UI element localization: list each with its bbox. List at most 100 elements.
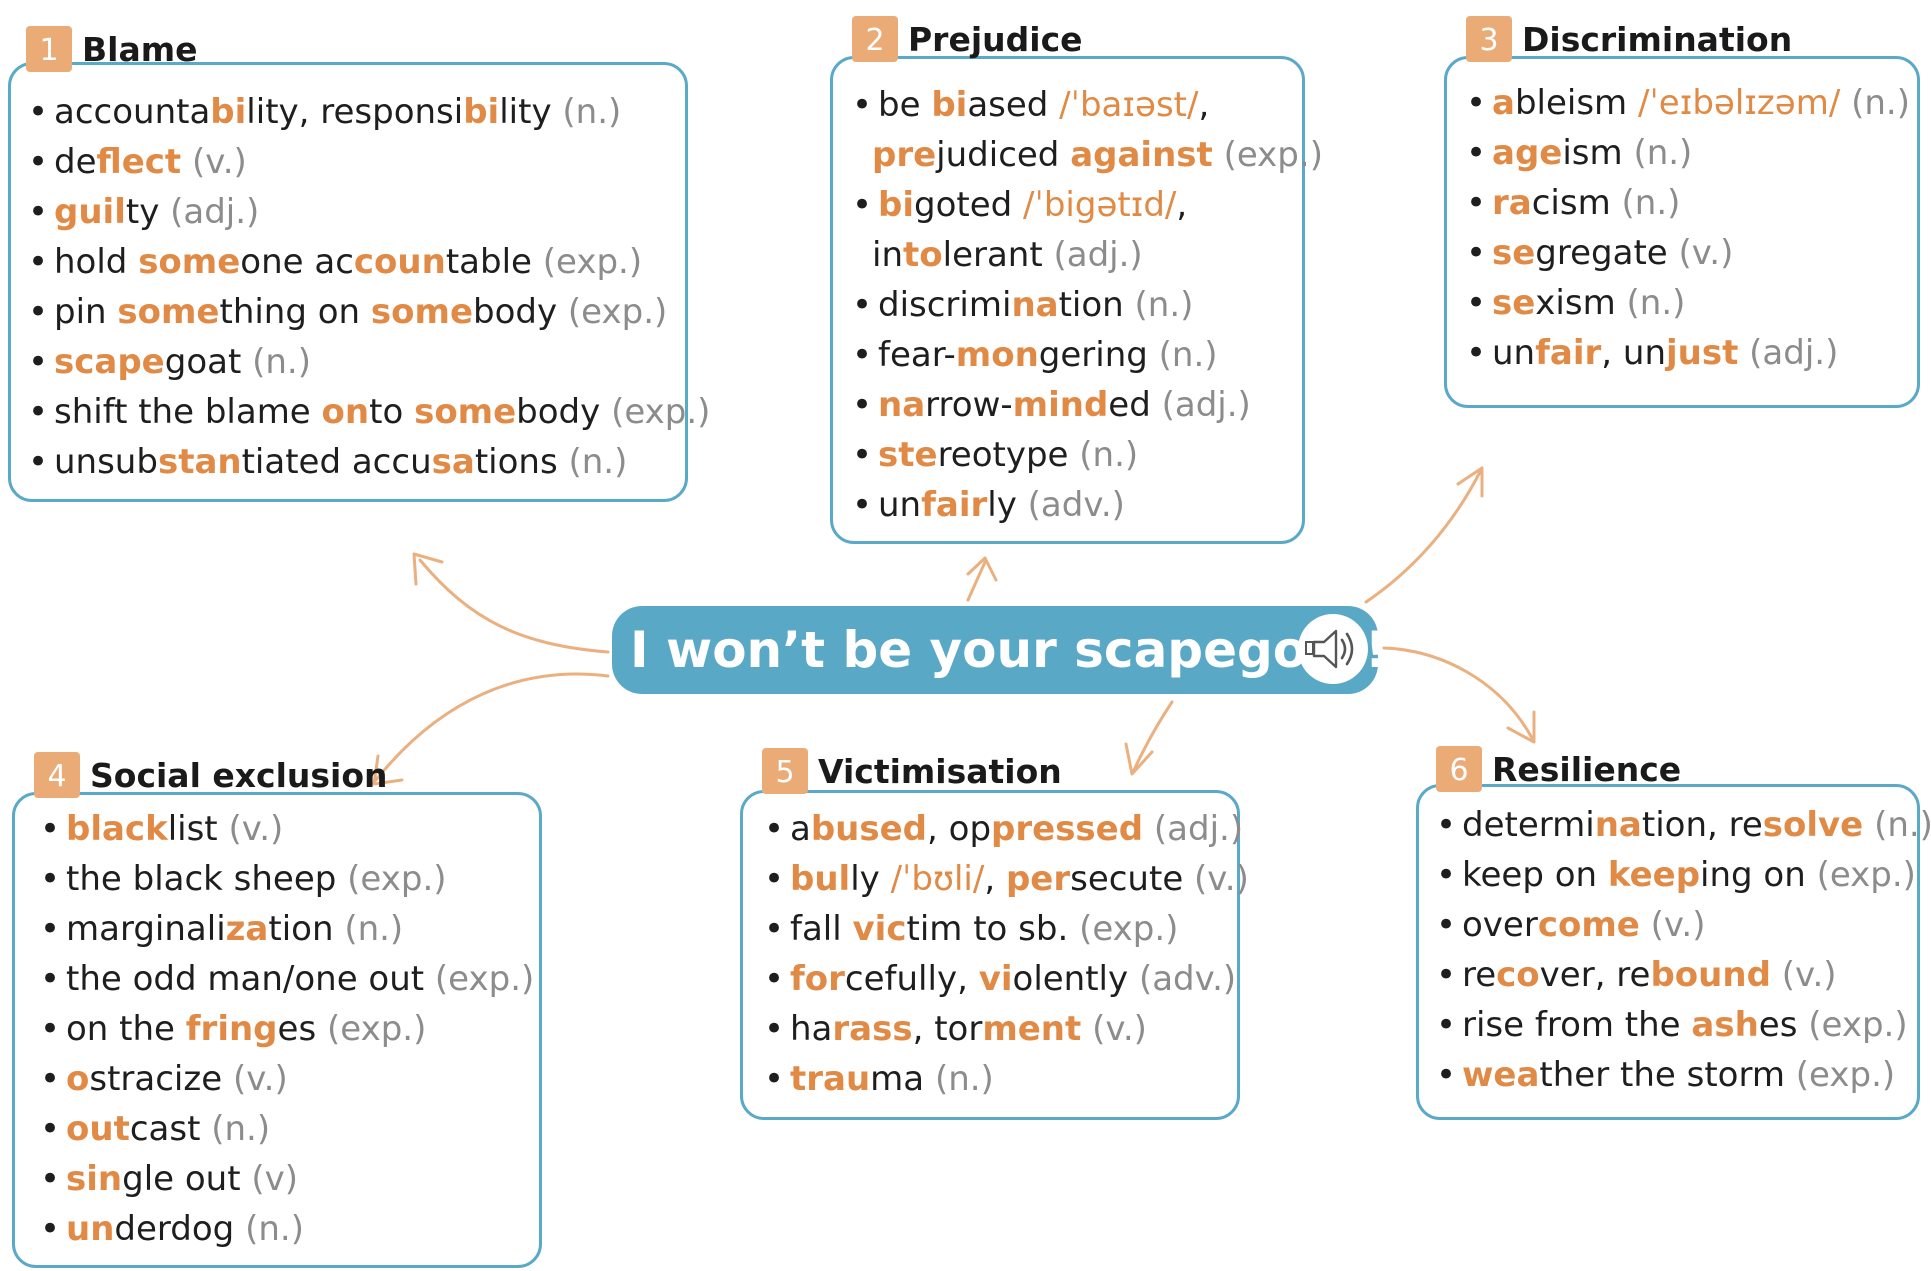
vocab-text: shift the blame [54,392,322,432]
section-6-title: Resilience [1492,749,1682,789]
vocab-text: to [369,392,415,432]
vocab-text: keep on [1462,855,1608,895]
part-of-speech: (n.) [1079,435,1139,475]
vocab-text: body [516,392,612,432]
part-of-speech: (n.) [1626,283,1686,323]
stress-highlight: se [1492,233,1536,273]
vocab-text: re [1462,955,1497,995]
part-of-speech: (v.) [1092,1009,1147,1049]
stress-highlight: per [1005,859,1071,899]
part-of-speech: (adv.) [1027,485,1125,525]
section-3-number-badge: 3 [1466,16,1512,62]
vocab-text: ed [1108,385,1162,425]
vocab-item: guilty (adj.) [28,187,710,237]
vocab-text: table [445,242,543,282]
part-of-speech: (n.) [1874,805,1931,845]
vocab-item: forcefully, violently (adv.) [764,954,1249,1004]
speaker-icon [1305,629,1354,669]
vocab-item: the black sheep (exp.) [40,854,534,904]
vocab-text: list [167,809,229,849]
section-3-title: Discrimination [1522,19,1793,59]
vocab-text: gering [1038,335,1159,375]
stress-highlight: za [225,909,269,949]
stress-highlight: bound [1650,955,1771,995]
vocab-item: shift the blame onto somebody (exp.) [28,387,710,437]
stress-highlight: scape [54,342,165,382]
part-of-speech: (exp.) [347,859,447,899]
vocab-item: ostracize (v.) [40,1054,534,1104]
vocab-text: cast [129,1109,212,1149]
vocab-text: hold [54,242,139,282]
stress-highlight: pressed [991,809,1144,849]
vocab-text: over [1462,905,1538,945]
vocab-text: pin [54,292,118,332]
part-of-speech: (adj.) [1161,385,1251,425]
part-of-speech: (v.) [1650,905,1706,945]
stress-highlight: na [1011,285,1059,325]
vocab-text: gle out [122,1159,252,1199]
part-of-speech: (exp.) [1079,909,1179,949]
section-4-number-badge: 4 [34,752,80,798]
vocab-item: the odd man/one out (exp.) [40,954,534,1004]
vocab-item: ageism (n.) [1466,128,1910,178]
vocab-text: marginali [66,909,226,949]
vocab-text: on the [66,1009,186,1049]
vocab-text: xism [1535,283,1627,323]
vocab-item: recover, rebound (v.) [1436,950,1931,1000]
section-4-header: 4 Social exclusion [34,752,388,798]
vocab-text: cefully, [844,959,979,999]
vocab-text: olently [1012,959,1139,999]
vocab-text: tion, re [1641,805,1763,845]
section-3-header: 3 Discrimination [1466,16,1792,62]
part-of-speech: (n.) [344,909,404,949]
vocab-item: trauma (n.) [764,1054,1249,1104]
audio-play-button[interactable] [1298,614,1368,684]
vocab-text: lity, responsi [246,92,464,132]
stress-highlight: sa [431,442,475,482]
section-2-header: 2 Prejudice [852,16,1083,62]
vocab-item: bully /ˈbʊli/, persecute (v.) [764,854,1249,904]
stress-highlight: some [414,392,517,432]
part-of-speech: (v) [251,1159,299,1199]
section-6-list: determination, resolve (n.)keep on keepi… [1436,800,1931,1100]
vocab-item: bigoted /ˈbigətɪd/, [852,180,1323,230]
stress-highlight: rass [832,1009,913,1049]
stress-highlight: bul [790,859,851,899]
stress-highlight: bi [931,85,968,125]
stress-highlight: na [1594,805,1642,845]
stress-highlight: keep [1607,855,1701,895]
section-2-title: Prejudice [908,19,1083,59]
vocab-item: overcome (v.) [1436,900,1931,950]
vocab-text: fear- [878,335,956,375]
vocab-text: rise from the [1462,1005,1692,1045]
stress-highlight: ste [878,435,938,475]
stress-highlight: flect [96,142,182,182]
vocab-text: , un [1601,333,1666,373]
section-4-list: blacklist (v.)the black sheep (exp.)marg… [40,804,534,1254]
section-1-number-badge: 1 [26,26,72,72]
stress-highlight: ash [1691,1005,1759,1045]
stress-highlight: coun [353,242,446,282]
vocab-text: in [872,235,903,275]
part-of-speech: (exp.) [611,392,711,432]
part-of-speech: (n.) [1621,183,1681,223]
stress-highlight: just [1666,333,1739,373]
vocab-text: , tor [912,1009,983,1049]
part-of-speech: (n.) [1134,285,1194,325]
section-1-list: accountability, responsibility (n.)defle… [28,87,710,487]
vocab-text: thing on [219,292,371,332]
vocab-item: outcast (n.) [40,1104,534,1154]
vocab-text [1840,83,1851,123]
vocab-text: ma [870,1059,935,1099]
stress-highlight: ment [982,1009,1082,1049]
section-3-list: ableism /ˈeɪbəlɪzəm/ (n.)ageism (n.)raci… [1466,78,1910,378]
vocab-text: tim to sb. [906,909,1080,949]
stress-highlight: solve [1762,805,1864,845]
stress-highlight: mind [1012,385,1109,425]
vocab-text [1640,905,1651,945]
stress-highlight: ra [1492,183,1532,223]
vocab-text: secute [1070,859,1195,899]
vocab-item: on the fringes (exp.) [40,1004,534,1054]
vocab-text: tion [268,909,345,949]
vocab-text: the black sheep [66,859,348,899]
